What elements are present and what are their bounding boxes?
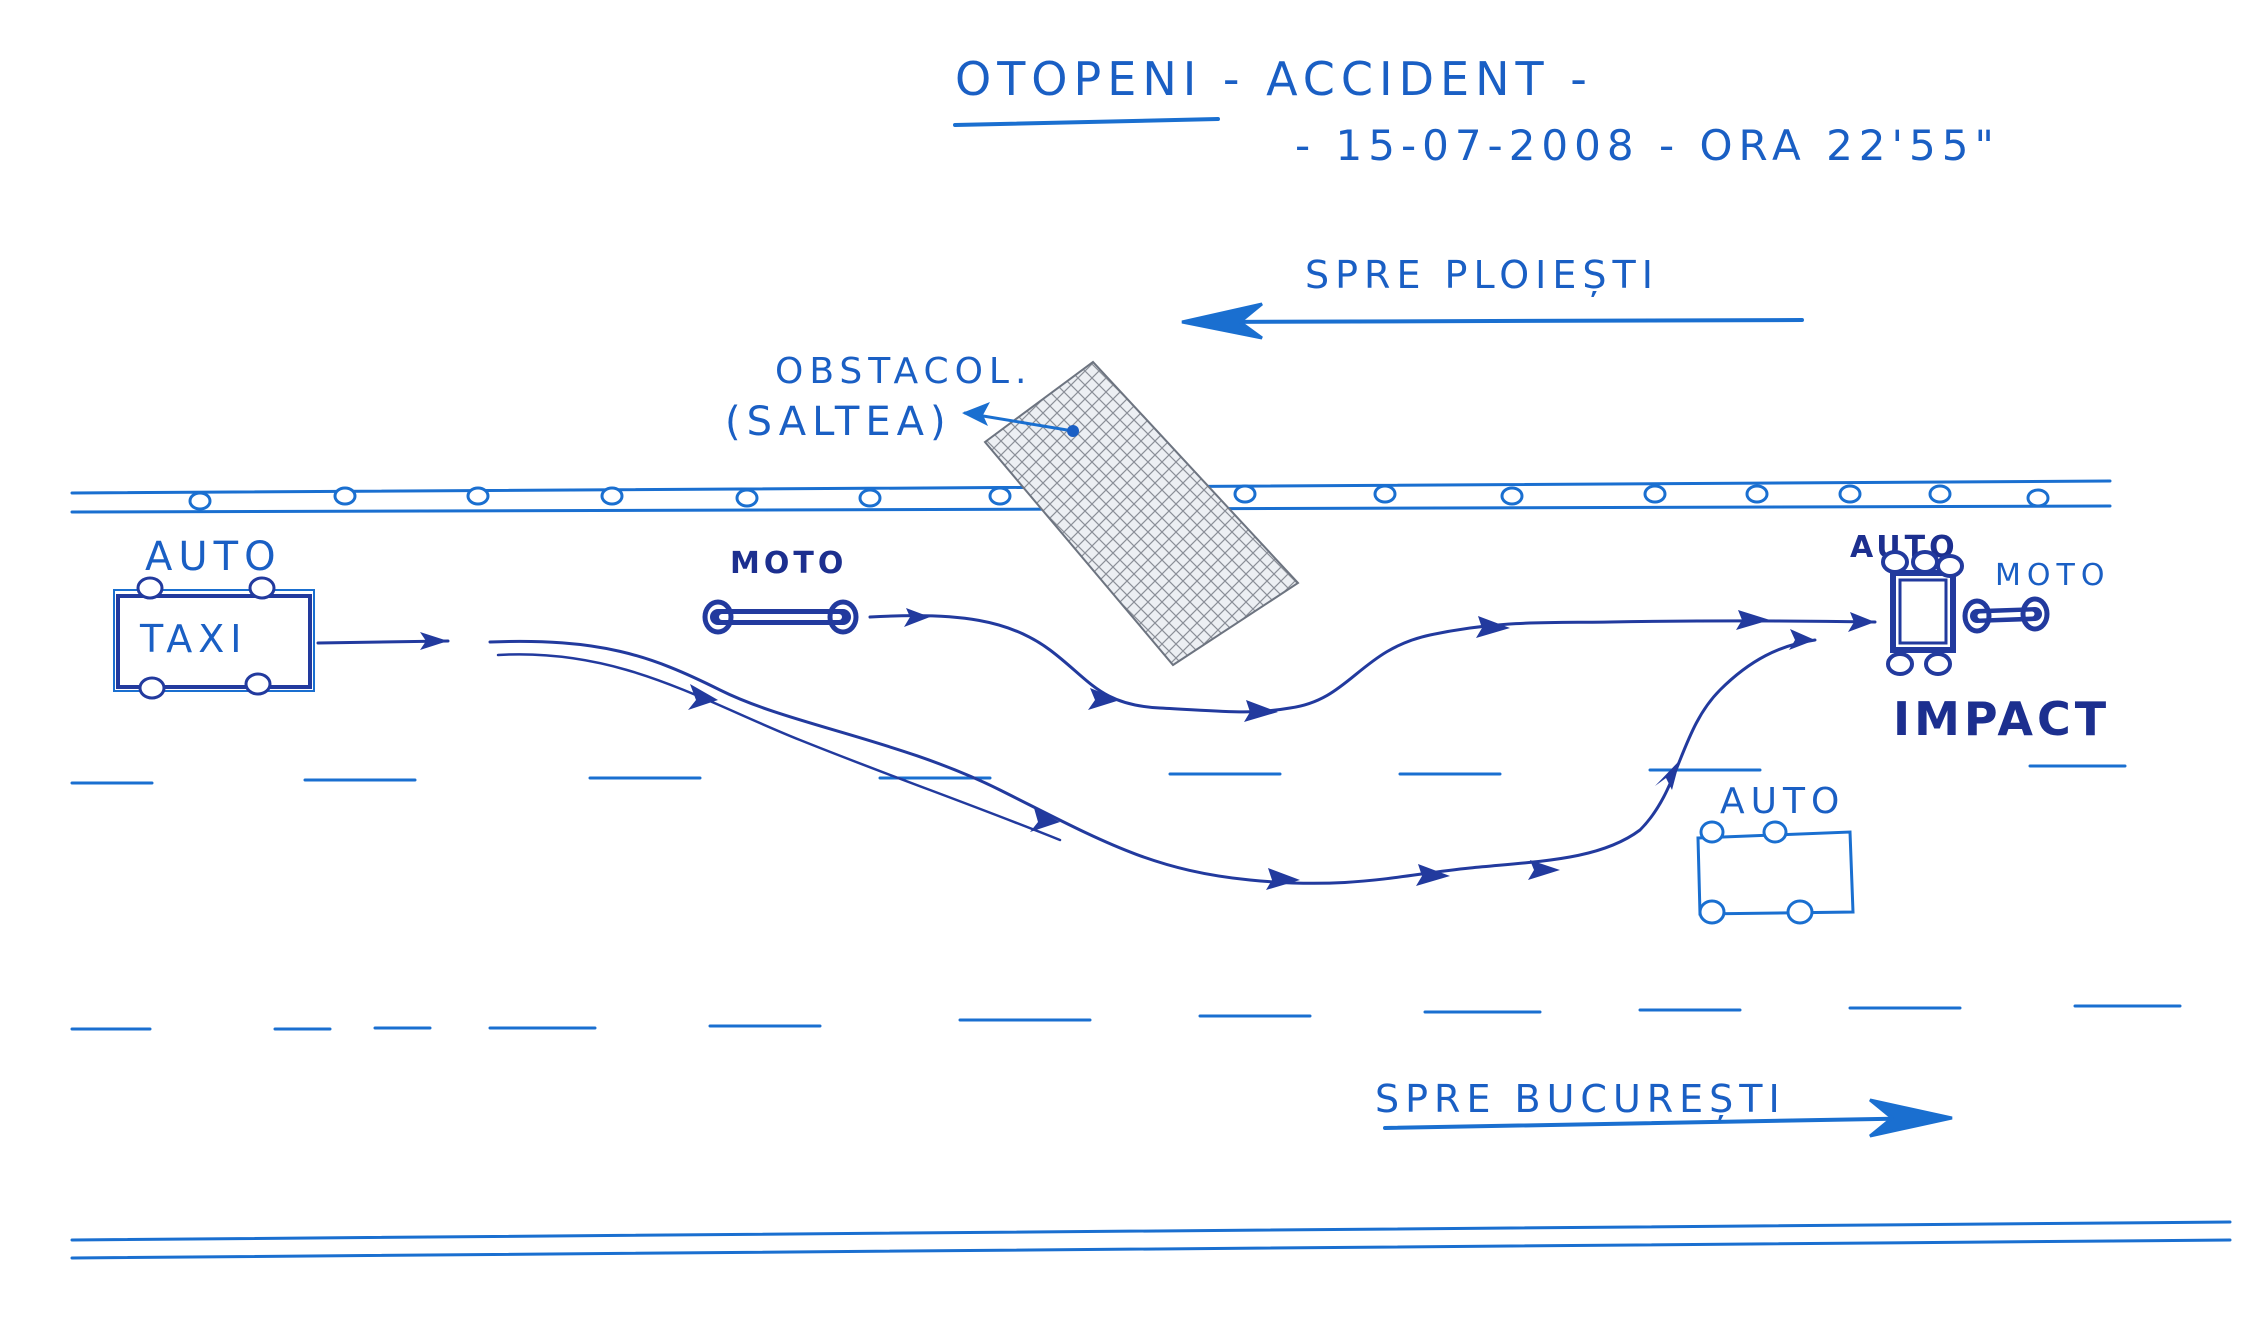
auto-right-car — [1696, 820, 1855, 925]
road-bottom-edge — [70, 1220, 2232, 1260]
direction-top-label: SPRE PLOIEȘTI — [1305, 253, 1659, 297]
obstacle-label: OBSTACOL. — [775, 351, 1032, 392]
taxi-car — [113, 576, 315, 700]
motorcycle-impact — [1962, 596, 2050, 634]
moto-impact-label: MOTO — [1995, 558, 2110, 593]
taxi-trajectory — [316, 629, 1817, 890]
right-arrow-icon — [1383, 1098, 1953, 1138]
auto-right-label: AUTO — [1720, 781, 1845, 822]
lane-divider-2 — [70, 1004, 2182, 1031]
sketch-title: OTOPENI - ACCIDENT - — [955, 52, 1593, 106]
auto-impact-car — [1881, 550, 1964, 676]
title-underline — [953, 117, 1220, 127]
motorcycle-start — [702, 599, 859, 635]
obstacle-pointer-arrow — [962, 402, 1079, 437]
moto-start-label: MOTO — [730, 546, 847, 581]
taxi-label: AUTO — [145, 534, 282, 580]
obstacle-detail: (SALTEA) — [725, 399, 952, 445]
moto-trajectory — [868, 608, 1877, 722]
taxi-body-text: TAXI — [139, 617, 248, 661]
sketch-date-time: - 15-07-2008 - ORA 22'55" — [1295, 121, 2000, 170]
obstacle-mattress — [983, 360, 1300, 667]
impact-label: IMPACT — [1893, 692, 2110, 746]
direction-bottom-label: SPRE BUCUREȘTI — [1375, 1077, 1786, 1121]
left-arrow-icon — [1181, 302, 1804, 340]
